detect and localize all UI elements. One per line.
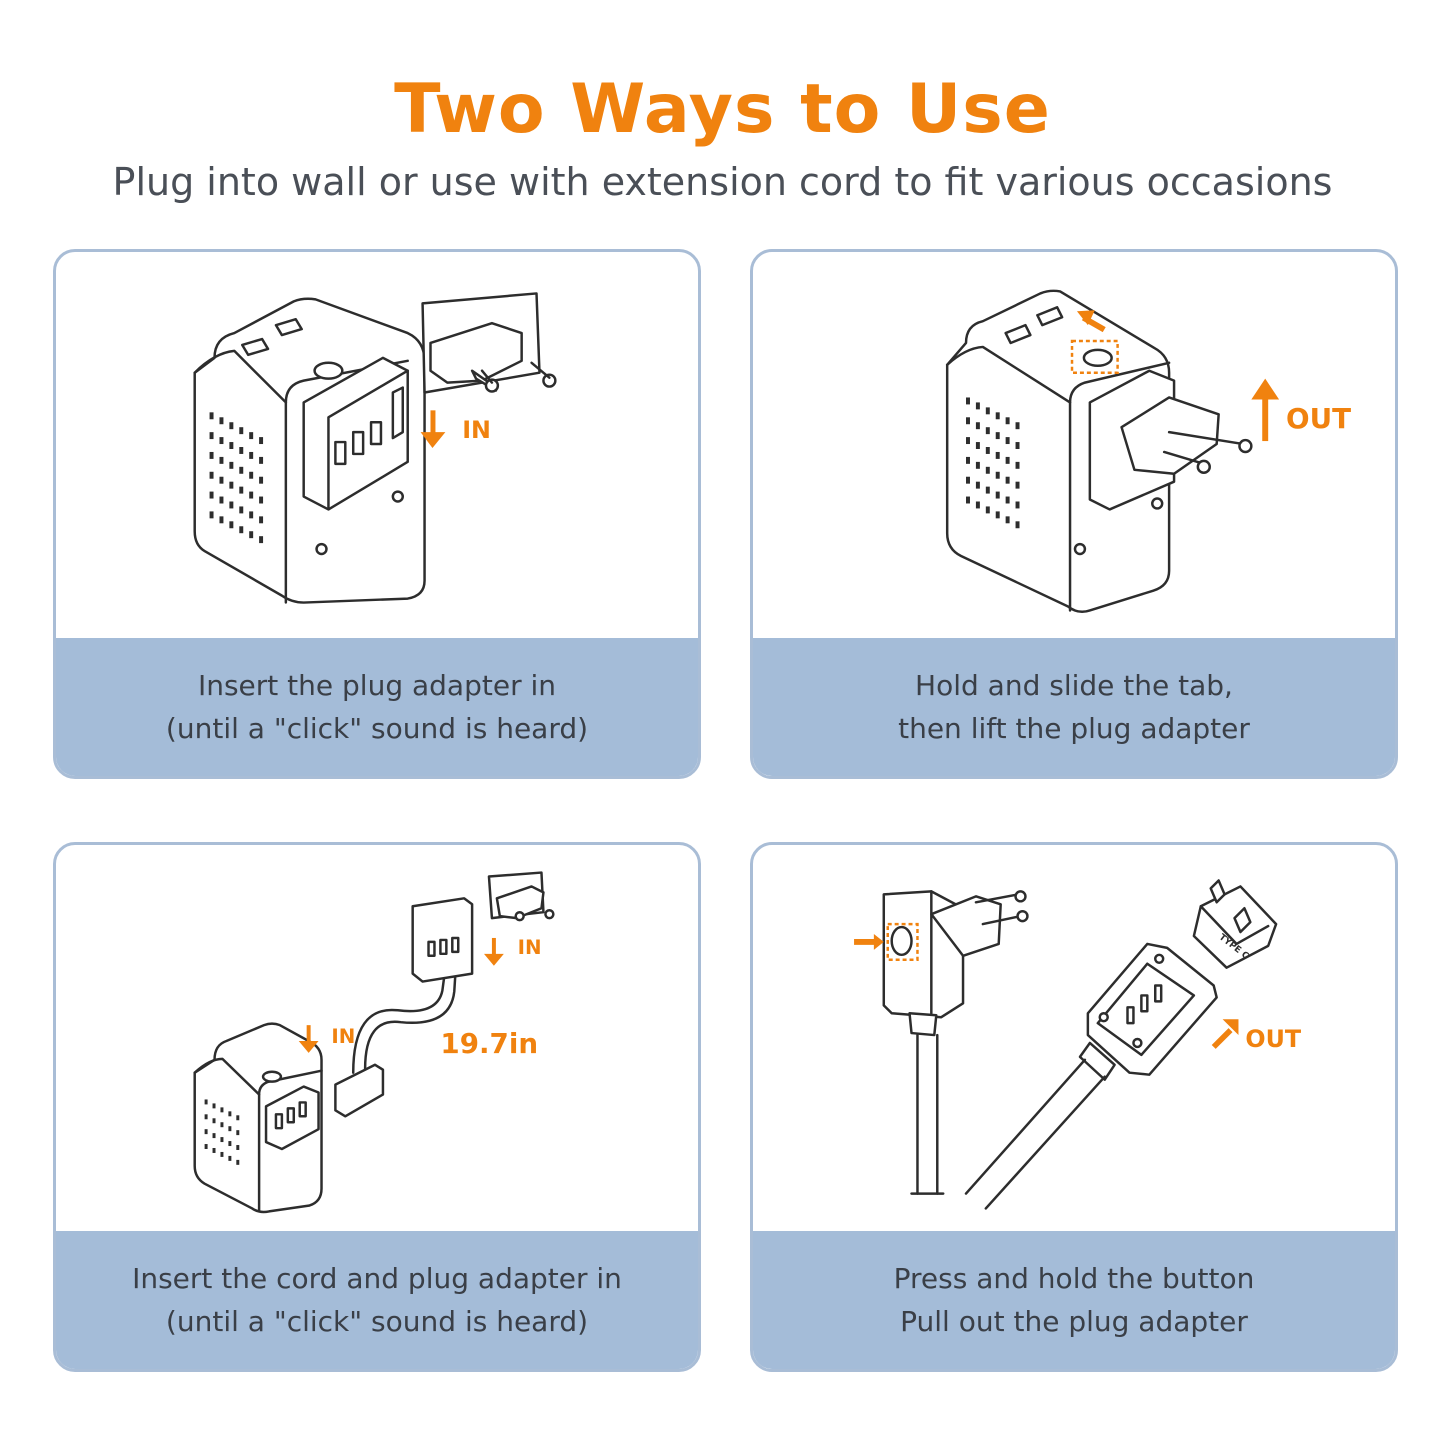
- usage-card-press-button: TYPE C OUT Press and hold the button Pul…: [750, 842, 1398, 1372]
- usage-card-insert-adapter: IN Insert the plug adapter in (until a "…: [53, 249, 701, 779]
- page-subtitle: Plug into wall or use with extension cor…: [112, 160, 1333, 204]
- caption-line-1: Press and hold the button: [893, 1262, 1255, 1295]
- out-label: OUT: [1245, 1025, 1302, 1053]
- caption-insert-adapter: Insert the plug adapter in (until a "cli…: [56, 638, 698, 776]
- caption-line-2: then lift the plug adapter: [898, 712, 1250, 745]
- caption-line-1: Insert the plug adapter in: [197, 669, 557, 702]
- caption-press-button: Press and hold the button Pull out the p…: [753, 1231, 1395, 1369]
- converter-remove-adapter-illustration: OUT: [945, 289, 1351, 614]
- cord-length-label: 19.7in: [440, 1027, 538, 1060]
- converter-extension-cord-illustration: IN IN 19.7in: [193, 871, 555, 1214]
- caption-line-1: Hold and slide the tab,: [915, 669, 1233, 702]
- caption-line-2: (until a "click" sound is heard): [165, 712, 589, 745]
- in-label: IN: [462, 416, 491, 444]
- caption-extension-cord: Insert the cord and plug adapter in (unt…: [56, 1231, 698, 1369]
- usage-card-extension-cord: IN IN 19.7in Insert the cord and plug ad…: [53, 842, 701, 1372]
- usage-card-remove-adapter: OUT Hold and slide the tab, then lift th…: [750, 249, 1398, 779]
- out-label: OUT: [1286, 402, 1351, 435]
- caption-line-2: Pull out the plug adapter: [900, 1305, 1248, 1338]
- page-title: Two Ways to Use: [394, 70, 1051, 149]
- in-label-top: IN: [518, 936, 542, 959]
- caption-line-1: Insert the cord and plug adapter in: [132, 1262, 622, 1295]
- caption-line-2: (until a "click" sound is heard): [165, 1305, 589, 1338]
- in-label-bottom: IN: [331, 1025, 355, 1048]
- converter-insert-adapter-illustration: IN: [193, 292, 557, 604]
- press-button-pull-adapter-illustration: TYPE C OUT: [854, 879, 1302, 1210]
- caption-remove-adapter: Hold and slide the tab, then lift the pl…: [753, 638, 1395, 776]
